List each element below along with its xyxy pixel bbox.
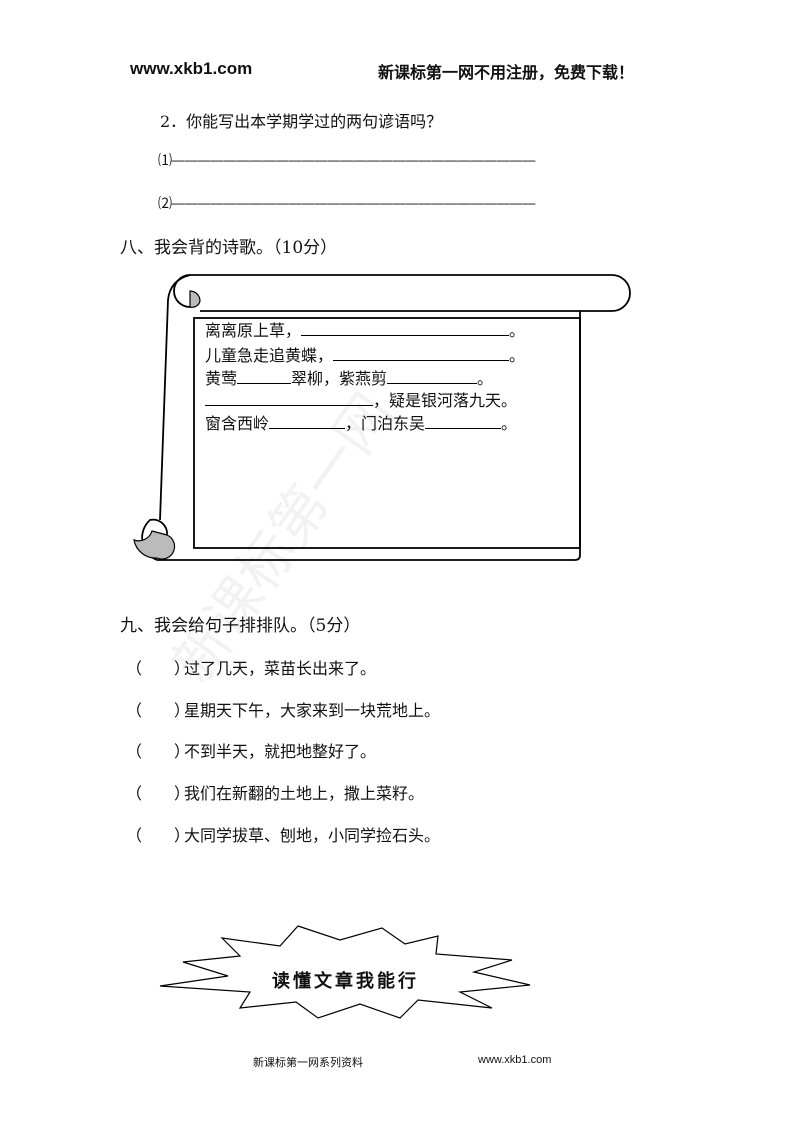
question-2-prompt: 2．你能写出本学期学过的两句谚语吗？ <box>160 112 443 131</box>
list-item: （ ）星期天下午，大家来到一块荒地上。 <box>126 697 440 721</box>
poem-text: 儿童急走追黄蝶， <box>205 346 334 365</box>
poem-text: ，门泊东吴 <box>345 414 426 433</box>
order-blank[interactable]: （ ） <box>126 784 191 803</box>
poem-text: 。 <box>477 369 494 388</box>
list-item: （ ）过了几天，菜苗长出来了。 <box>126 655 376 679</box>
poem-text: 窗含西岭 <box>205 414 270 433</box>
order-blank[interactable]: （ ） <box>126 826 191 845</box>
sentence-text: 不到半天，就把地整好了。 <box>184 742 377 761</box>
poem-blank[interactable] <box>269 414 346 429</box>
poem-text: ，疑是银河落九天。 <box>373 391 518 410</box>
poem-text: 翠柳，紫燕剪 <box>291 369 388 388</box>
order-blank[interactable]: （ ） <box>126 659 191 678</box>
poem-blank[interactable] <box>387 369 478 384</box>
sentence-text: 星期天下午，大家来到一块荒地上。 <box>184 701 441 720</box>
banner-title: 读懂文章我能行 <box>272 971 419 992</box>
footer-left-text: 新课标第一网系列资料 <box>253 1056 363 1069</box>
list-item: （ ）我们在新翻的土地上，撒上菜籽。 <box>126 780 424 804</box>
answer-line-2[interactable]: ⑵———————————————————————————— <box>158 196 536 212</box>
poem-text: 黄莺 <box>205 369 238 388</box>
order-blank[interactable]: （ ） <box>126 742 191 761</box>
poem-line-1: 离离原上草， 。 <box>205 320 525 342</box>
sentence-text: 大同学拔草、刨地，小同学捡石头。 <box>184 826 441 845</box>
poem-text: 离离原上草， <box>205 321 302 340</box>
footer-site-link[interactable]: www.xkb1.com <box>478 1054 552 1066</box>
starburst-banner <box>159 925 531 1019</box>
poem-text: 。 <box>509 346 526 365</box>
answer-line-1[interactable]: ⑴———————————————————————————— <box>158 153 536 169</box>
poem-line-3: 黄莺 翠柳，紫燕剪 。 <box>205 368 493 390</box>
poem-line-5: 窗含西岭 ，门泊东吴 。 <box>205 413 517 435</box>
order-blank[interactable]: （ ） <box>126 701 191 720</box>
poem-blank[interactable] <box>425 414 502 429</box>
sentence-text: 过了几天，菜苗长出来了。 <box>184 659 377 678</box>
poem-blank[interactable] <box>301 321 510 336</box>
header-slogan: 新课标第一网不用注册，免费下载！ <box>378 63 635 82</box>
poem-line-2: 儿童急走追黄蝶， 。 <box>205 345 525 367</box>
poem-blank[interactable] <box>237 369 292 384</box>
header-site-link[interactable]: www.xkb1.com <box>130 59 253 78</box>
list-item: （ ）不到半天，就把地整好了。 <box>126 738 376 762</box>
section-8-title: 八、我会背的诗歌。（10分） <box>120 238 338 258</box>
list-item: （ ）大同学拔草、刨地，小同学捡石头。 <box>126 822 440 846</box>
section-9-title: 九、我会给句子排排队。（5分） <box>120 616 361 636</box>
poem-text: 。 <box>501 414 518 433</box>
poem-line-4: ，疑是银河落九天。 <box>205 390 517 412</box>
poem-text: 。 <box>509 321 526 340</box>
sentence-text: 我们在新翻的土地上，撒上菜籽。 <box>184 784 425 803</box>
poem-blank[interactable] <box>333 346 510 361</box>
poem-blank[interactable] <box>205 391 373 406</box>
